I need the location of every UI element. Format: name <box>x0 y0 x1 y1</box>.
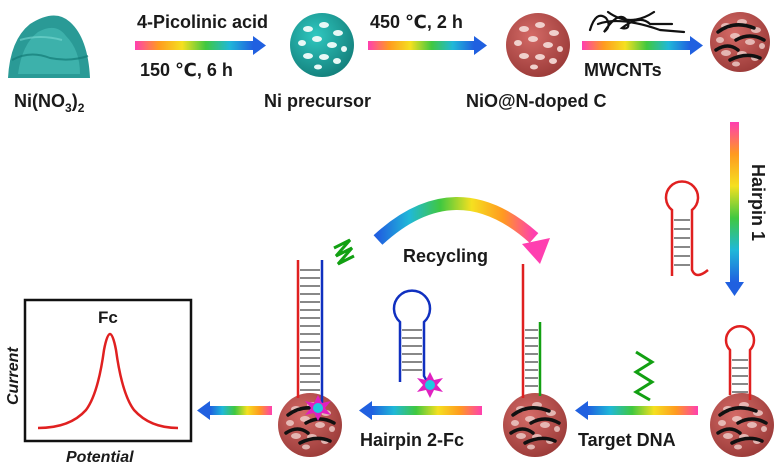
step2-condition-label: 450 ℃, 2 h <box>370 12 463 32</box>
nio-label: NiO@N-doped C <box>466 91 607 111</box>
released-target-strand <box>333 238 355 266</box>
target-arrow <box>575 401 698 420</box>
hairpin2-label: Hairpin 2-Fc <box>360 430 464 450</box>
hairpin2-fc-strand <box>392 289 435 386</box>
hairpin1-label: Hairpin 1 <box>748 164 768 241</box>
mwcnt-label: MWCNTs <box>584 60 662 80</box>
precursor-label: Ni precursor <box>264 91 371 111</box>
peak-label: Fc <box>98 308 118 327</box>
electrode-hairpin1 <box>710 324 774 457</box>
hairpin1-strand <box>664 180 709 277</box>
hairpin1-arrow <box>725 122 744 296</box>
electrode-final <box>278 260 342 457</box>
readout-arrow <box>197 401 272 420</box>
hairpin2-arrow <box>359 401 482 420</box>
nio-sphere <box>506 13 570 77</box>
target-dna-strand <box>633 350 655 402</box>
ferrocene-tag-icon <box>417 372 443 398</box>
step1-arrow <box>135 36 266 55</box>
target-label: Target DNA <box>578 430 676 450</box>
step3-arrow <box>582 36 703 55</box>
y-axis-label: Current <box>5 347 22 405</box>
dpv-peak-curve <box>37 332 179 430</box>
recycling-label: Recycling <box>403 246 488 266</box>
step1-condition-label: 150 ℃, 6 h <box>140 60 233 80</box>
composite-sphere <box>710 12 770 72</box>
nitrate-powder-icon <box>8 15 90 78</box>
mwcnt-icon <box>588 10 686 34</box>
recycling-arrow <box>373 197 550 264</box>
dpv-plot: Fc <box>23 298 193 443</box>
step2-arrow <box>368 36 487 55</box>
nitrate-label: Ni(NO3)2 <box>14 91 85 115</box>
ni-precursor-sphere <box>290 13 354 77</box>
x-axis-label: Potential <box>66 449 134 466</box>
step1-reagent-label: 4-Picolinic acid <box>137 12 268 32</box>
electrode-duplex <box>503 264 567 457</box>
